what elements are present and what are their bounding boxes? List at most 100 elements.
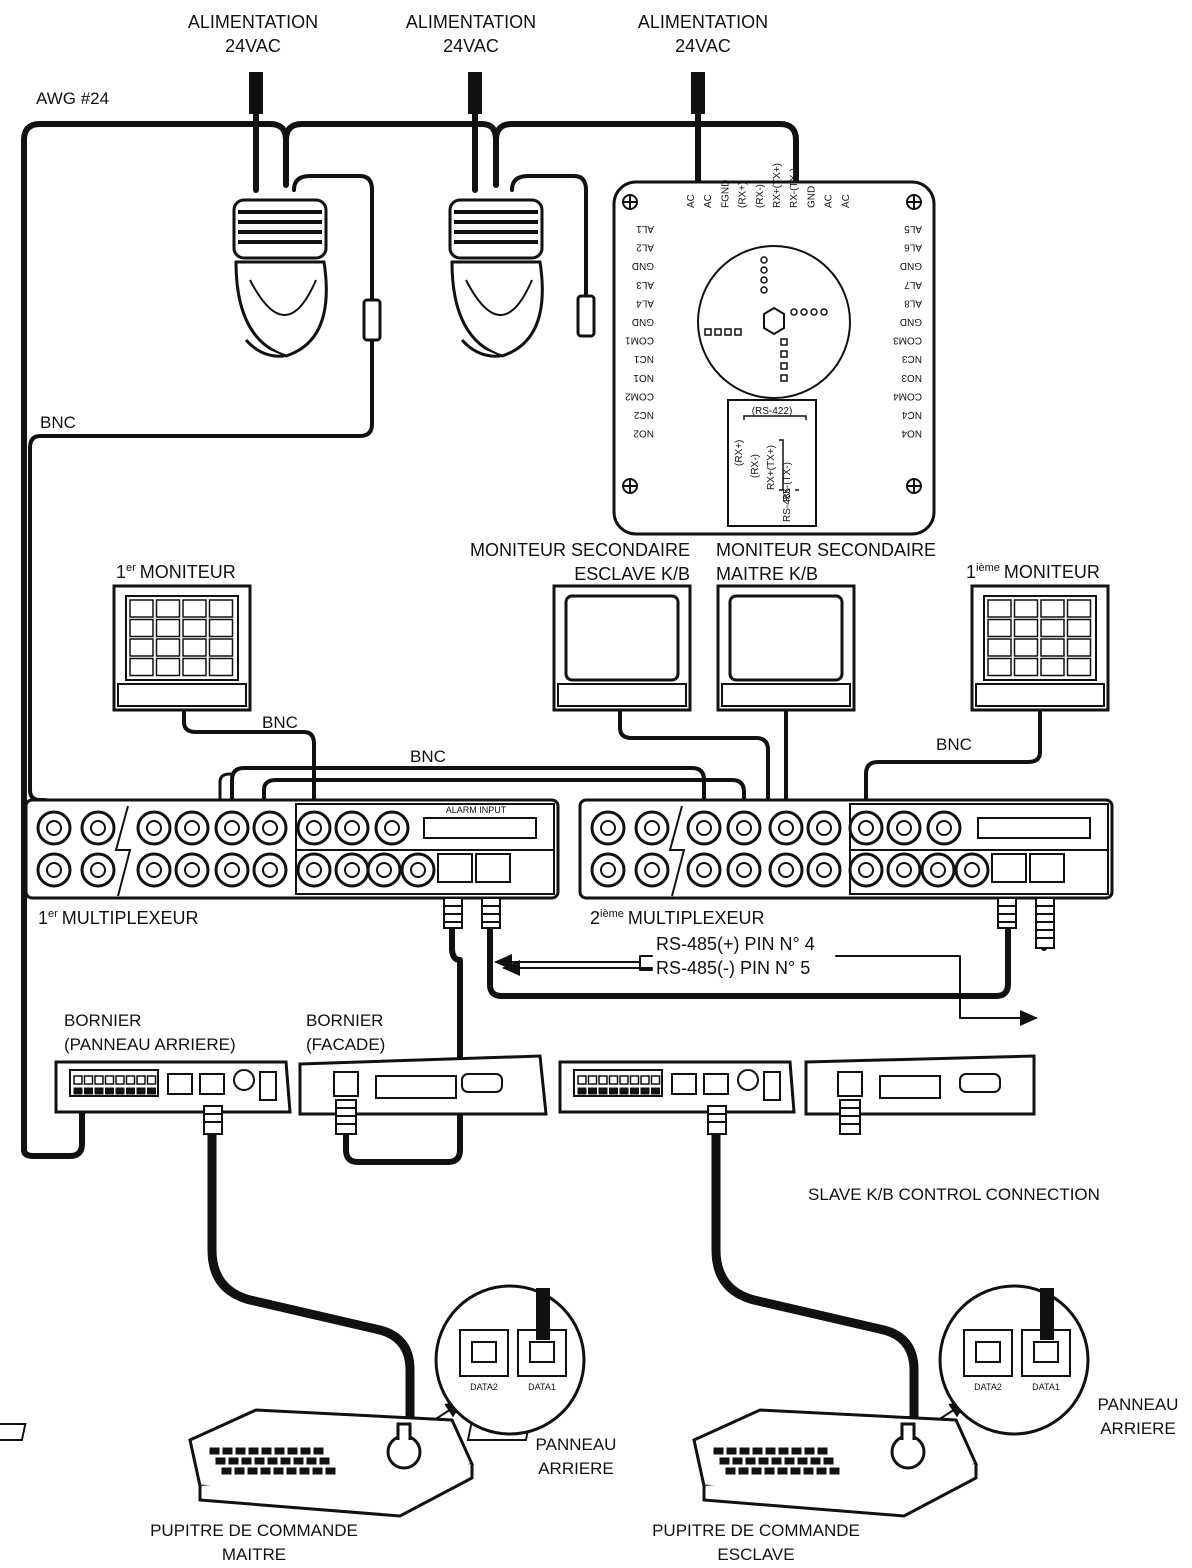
- power-label-1: ALIMENTATION: [188, 12, 318, 32]
- rs485-board-label: RS-485: [782, 488, 793, 522]
- board-left-pin: AL2: [636, 242, 654, 253]
- power-label-2: ALIMENTATION: [406, 12, 536, 32]
- terminal-blocks: [54, 1054, 1036, 1116]
- rs422-pins: (RX+)(RX-)RX+(TX+)RX-(TX-): [734, 440, 793, 502]
- port-b-label-slave: DATA1: [1032, 1382, 1060, 1392]
- rear-panel-zoom-slave: DATA2 DATA1: [938, 1284, 1090, 1436]
- board-top-pin: (RX+): [738, 182, 749, 208]
- rs422-box: [727, 399, 817, 527]
- power-plug-2: [468, 72, 482, 114]
- board-right-pin: NC3: [902, 353, 922, 364]
- board-top-pin: AC: [824, 194, 835, 208]
- mux1-alarm-connector: [423, 817, 537, 839]
- bnc-loop-b: [262, 778, 746, 824]
- board-right-pin: GND: [900, 260, 922, 271]
- bnc-mon2: [864, 710, 1042, 814]
- bnc-sec-slave: [618, 710, 770, 874]
- rs422-pin: (RX-): [750, 454, 761, 478]
- kb-master-label-1: PUPITRE DE COMMANDE: [150, 1521, 358, 1540]
- bnc-cam2-video: [510, 174, 588, 298]
- board-right-pin: AL6: [904, 242, 922, 253]
- rs485-plus-label: RS-485(+) PIN N° 4: [656, 934, 815, 954]
- port-a-label-slave: DATA2: [974, 1382, 1002, 1392]
- panel-label-master-2: ARRIERE: [538, 1459, 614, 1478]
- multiplexer-1: ALARM INPUT: [24, 798, 560, 900]
- bnc-label-right: BNC: [936, 735, 972, 754]
- board-left-pin: AL3: [636, 279, 654, 290]
- board-top-pin: RX+(TX+): [772, 163, 783, 208]
- dome-camera-2: [448, 198, 544, 358]
- rs485-minus-label: RS-485(-) PIN N° 5: [656, 958, 810, 978]
- awg-cable-term: [21, 1107, 85, 1159]
- power-labels: ALIMENTATION 24VAC ALIMENTATION 24VAC AL…: [188, 12, 768, 56]
- power-volt-2: 24VAC: [443, 36, 499, 56]
- mux-plugs: [443, 897, 1055, 949]
- rear-terminal-label-2: (PANNEAU ARRIERE): [64, 1035, 236, 1054]
- port-a-label-master: DATA2: [470, 1382, 498, 1392]
- board-left-pin: NO1: [633, 372, 654, 383]
- bnc-loop-a: [230, 766, 706, 824]
- rear-panel-zoom-master: DATA2 DATA1: [434, 1284, 586, 1436]
- board-right-pin: NC4: [902, 409, 922, 420]
- slave-plug: [1040, 1288, 1054, 1340]
- port-b-label-master: DATA1: [528, 1382, 556, 1392]
- board-left-pin: NC1: [634, 353, 654, 364]
- kb-master-cable: [207, 1123, 415, 1445]
- monitor-secondary-slave: [552, 584, 692, 712]
- board-top-pin: (RX-): [755, 184, 766, 208]
- board-right-pin: NO3: [901, 372, 922, 383]
- sec-slave-label-2: ESCLAVE K/B: [574, 564, 690, 584]
- rear-terminal-label-1: BORNIER: [64, 1011, 141, 1030]
- bnc-label-mon1: BNC: [262, 713, 298, 732]
- board-top-pin: AC: [686, 194, 697, 208]
- rs485-out-arrow: [835, 955, 1038, 1026]
- power-volt-3: 24VAC: [675, 36, 731, 56]
- bnc-label-left: BNC: [40, 413, 76, 432]
- cables: [21, 111, 1047, 1445]
- mux2-alarm-connector: [977, 817, 1091, 839]
- bnc-cam1-video: [292, 174, 374, 302]
- dome-camera-1: [232, 198, 328, 358]
- bnc-loop-a2: [218, 772, 232, 824]
- front-terminal-label-1: BORNIER: [306, 1011, 383, 1030]
- rs422-pin: (RX+): [734, 440, 745, 466]
- board-left-pin: COM1: [625, 335, 654, 346]
- kb-slave-cable: [711, 1123, 919, 1445]
- board-right-pin: NO4: [901, 428, 922, 439]
- terminal-plugs: [203, 1099, 861, 1135]
- board-right-pin: COM4: [893, 390, 922, 401]
- sec-master-label-1: MONITEUR SECONDAIRE: [716, 540, 936, 560]
- power-label-3: ALIMENTATION: [638, 12, 768, 32]
- board-top-pin: RX-(TX-): [789, 168, 800, 208]
- bnc-plug-cam2: [576, 294, 596, 338]
- mux2-rj45-a: [991, 853, 1027, 883]
- kb-slave-label-1: PUPITRE DE COMMANDE: [652, 1521, 860, 1540]
- board-right-pin: COM3: [893, 335, 922, 346]
- board-screws: [622, 194, 922, 494]
- power-volt-1: 24VAC: [225, 36, 281, 56]
- bnc-label-mid: BNC: [410, 747, 446, 766]
- board-left-pin: GND: [632, 316, 654, 327]
- power-plugs: [249, 72, 705, 114]
- bnc-plug-cam1: [362, 298, 382, 342]
- panel-label-slave-2: ARRIERE: [1100, 1419, 1176, 1438]
- sec-master-label-2: MAITRE K/B: [716, 564, 818, 584]
- board-top-pin: AC: [703, 194, 714, 208]
- mux2-rj45-b: [1029, 853, 1065, 883]
- mux1-rj45-b: [475, 853, 511, 883]
- sec-slave-label-1: MONITEUR SECONDAIRE: [470, 540, 690, 560]
- power-plug-3: [691, 72, 705, 114]
- slave-connection-label: SLAVE K/B CONTROL CONNECTION: [808, 1185, 1100, 1204]
- dip-dots: [704, 256, 828, 382]
- board-left-pin: AL4: [636, 297, 654, 308]
- awg-cable-board: [493, 121, 799, 185]
- power-plug-1: [249, 72, 263, 114]
- master-plug: [536, 1288, 550, 1340]
